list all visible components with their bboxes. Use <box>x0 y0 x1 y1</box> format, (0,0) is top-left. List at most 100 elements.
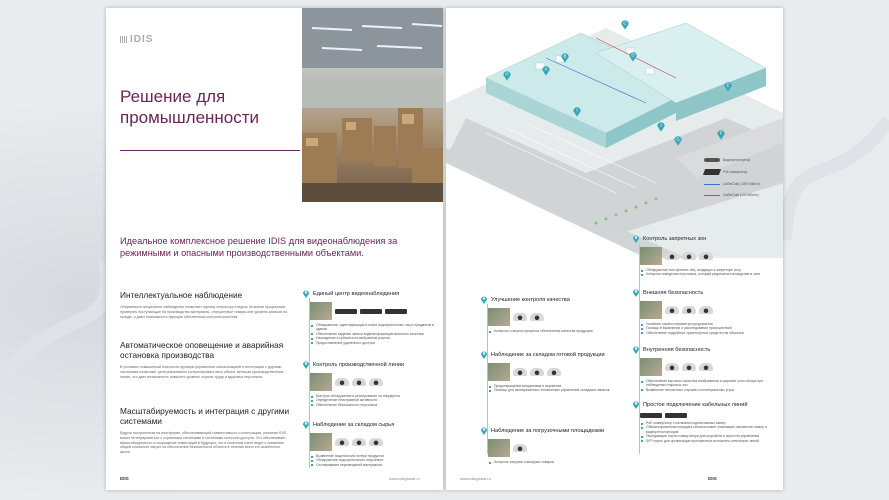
legend-item: Видеорегистратор <box>704 158 779 162</box>
feature-bullet: Контроль и анализ процесса обеспечения к… <box>489 329 615 333</box>
feature-title: Внешняя безопасность <box>643 289 704 296</box>
feature-connector-line <box>639 244 640 454</box>
location-pin-icon <box>303 290 309 298</box>
feature-bullet: Обеспечение подробных транспортных средс… <box>641 331 767 335</box>
location-pin-icon <box>303 361 309 369</box>
dome-camera-icon <box>513 444 527 452</box>
section-heading: Масштабируемость и интеграция с другими … <box>120 406 290 426</box>
dome-camera-icon <box>665 252 679 260</box>
section-intelligent-surveillance: Интеллектуальное наблюдение Оперативное … <box>120 290 290 319</box>
location-pin-icon: D <box>629 52 637 62</box>
location-pin-icon <box>633 289 639 297</box>
monitor-thumbnail <box>310 302 332 320</box>
svg-text:B: B <box>564 54 567 59</box>
bullet-camera-icon <box>530 368 544 376</box>
warehouse-thumbnail <box>310 433 332 451</box>
feature-title: Контроль производственной линии <box>313 361 405 368</box>
feature-bullet: Отслеживание перемещений материалов <box>311 463 437 467</box>
location-pin-icon <box>633 235 639 243</box>
svg-text:J: J <box>660 123 662 128</box>
nvr-swatch <box>704 158 720 162</box>
feature-bullet: SFP порты для организации протяженных во… <box>641 439 767 443</box>
feature-bullet: Помощь в выявлении и расследовании проис… <box>641 326 767 330</box>
interior-thumbnail <box>640 358 662 376</box>
dome-camera-icon <box>369 438 383 446</box>
footer-url: www.idisglobal.ru <box>460 476 491 481</box>
brand-logo: IDIS <box>120 34 153 45</box>
page-title: Решение для промышленности <box>120 87 260 127</box>
section-automatic-alarm: Автоматическое оповещение и аварийная ос… <box>120 340 290 379</box>
location-pin-icon: A <box>542 66 550 76</box>
feature-bullet: Обеспечение видения записи видеоинформац… <box>311 332 437 336</box>
feature-external-security: Внешняя безопасность Усиление охраны пер… <box>632 288 767 335</box>
legend-item: Cat5e/Cat6 (100 Мбит/с) <box>704 193 779 197</box>
feature-bullet: Контроль загрузки и выгрузки товаров <box>489 460 615 464</box>
svg-text:D: D <box>631 53 634 58</box>
feature-simple-cabling: Простое подключение кабельных линий PoE … <box>632 400 767 443</box>
footer-brand: IDIS <box>120 476 129 481</box>
legend-item: PoE коммутатор <box>702 169 779 175</box>
cable-100-swatch <box>704 194 720 196</box>
isometric-factory-diagram <box>446 22 783 258</box>
diagram-legend: Видеорегистратор PoE коммутатор Cat5e/Ca… <box>702 158 779 204</box>
feature-bullet: Обнаружение подозрительного персонала <box>311 458 437 462</box>
feature-bullet: PoE коммутатор с питанием подключаемых к… <box>641 421 767 425</box>
svg-text:F: F <box>720 131 723 136</box>
feature-bullet: Обнаружение посторонних лиц, входящих в … <box>641 268 767 272</box>
cable-1000-swatch <box>704 183 720 185</box>
feature-title: Контроль запретных зон <box>643 235 707 242</box>
location-pin-icon: F <box>717 130 725 140</box>
footer-brand: IDIS <box>708 476 717 481</box>
feature-connector-line <box>309 298 310 468</box>
dome-camera-icon <box>352 378 366 386</box>
svg-text:A: A <box>545 67 548 72</box>
location-pin-icon <box>303 421 309 429</box>
location-pin-icon: H <box>503 71 511 81</box>
svg-text:H: H <box>505 72 508 77</box>
feature-title: Внутренняя безопасность <box>643 346 711 353</box>
svg-text:G: G <box>676 137 680 142</box>
section-heading: Автоматическое оповещение и аварийная ос… <box>120 340 284 360</box>
location-pin-icon: I <box>573 107 581 117</box>
feature-bullet: Сбалансированная передача сигнала может … <box>641 425 767 434</box>
feature-quality-control: Улучшение контроля качества Контроль и а… <box>480 295 615 333</box>
feature-loading-docks: Наблюдение за погрузочными площадками Ко… <box>480 426 615 464</box>
finished-goods-thumbnail <box>488 363 510 381</box>
section-scalability: Масштабируемость и интеграция с другими … <box>120 406 290 455</box>
location-pin-icon: B <box>561 53 569 63</box>
left-page: IDIS Решение для промышленности Идеально… <box>106 8 443 490</box>
dome-camera-icon <box>513 313 527 321</box>
location-pin-icon <box>481 351 487 359</box>
production-thumbnail <box>310 373 332 391</box>
bullet-camera-icon <box>665 306 679 314</box>
feature-bullet: Обеспечение безопасности персонала <box>311 403 437 407</box>
feature-bullet: Предоставление удаленного доступа <box>311 341 437 345</box>
feature-bullet: Быстрое обнаружение и реагирование на ин… <box>311 394 437 398</box>
feature-title: Наблюдение за складом сырья <box>313 421 395 428</box>
nvr-device-icon <box>335 308 357 314</box>
switch-swatch <box>702 169 722 175</box>
svg-text:I: I <box>576 108 577 113</box>
feature-bullet: Контроль поведения персонала, который ра… <box>641 272 767 276</box>
location-pin-icon: E <box>724 82 732 92</box>
feature-finished-goods-warehouse: Наблюдение за складом готовой продукции … <box>480 350 615 393</box>
feature-bullet: Предотвращение вандализма и воровства <box>489 384 615 388</box>
svg-text:C: C <box>623 21 626 26</box>
nvr-device-icon <box>385 308 407 314</box>
bullet-camera-icon <box>513 368 527 376</box>
dome-camera-icon <box>699 252 713 260</box>
feature-bullet: Усиление охраны периметра предприятия <box>641 322 767 326</box>
feature-connector-line <box>487 304 488 454</box>
location-pin-icon: G <box>674 136 682 146</box>
feature-title: Наблюдение за складом готовой продукции <box>491 351 605 358</box>
feature-bullet: Нахождение в субъекта на выбранном участ… <box>311 336 437 340</box>
feature-raw-materials-warehouse: Наблюдение за складом сырья Выявление хи… <box>302 420 437 467</box>
feature-production-line: Контроль производственной линии Быстрое … <box>302 360 437 407</box>
dome-camera-icon <box>335 378 349 386</box>
footer-url: www.idisglobal.ru <box>389 476 420 481</box>
bullet-camera-icon <box>682 306 696 314</box>
section-heading: Интеллектуальное наблюдение <box>120 290 243 300</box>
location-pin-icon <box>481 296 487 304</box>
feature-bullet: Выявление несчастных случаев и потенциал… <box>641 388 767 392</box>
section-text: Будучи построенным на платформе, обеспеч… <box>120 431 287 455</box>
